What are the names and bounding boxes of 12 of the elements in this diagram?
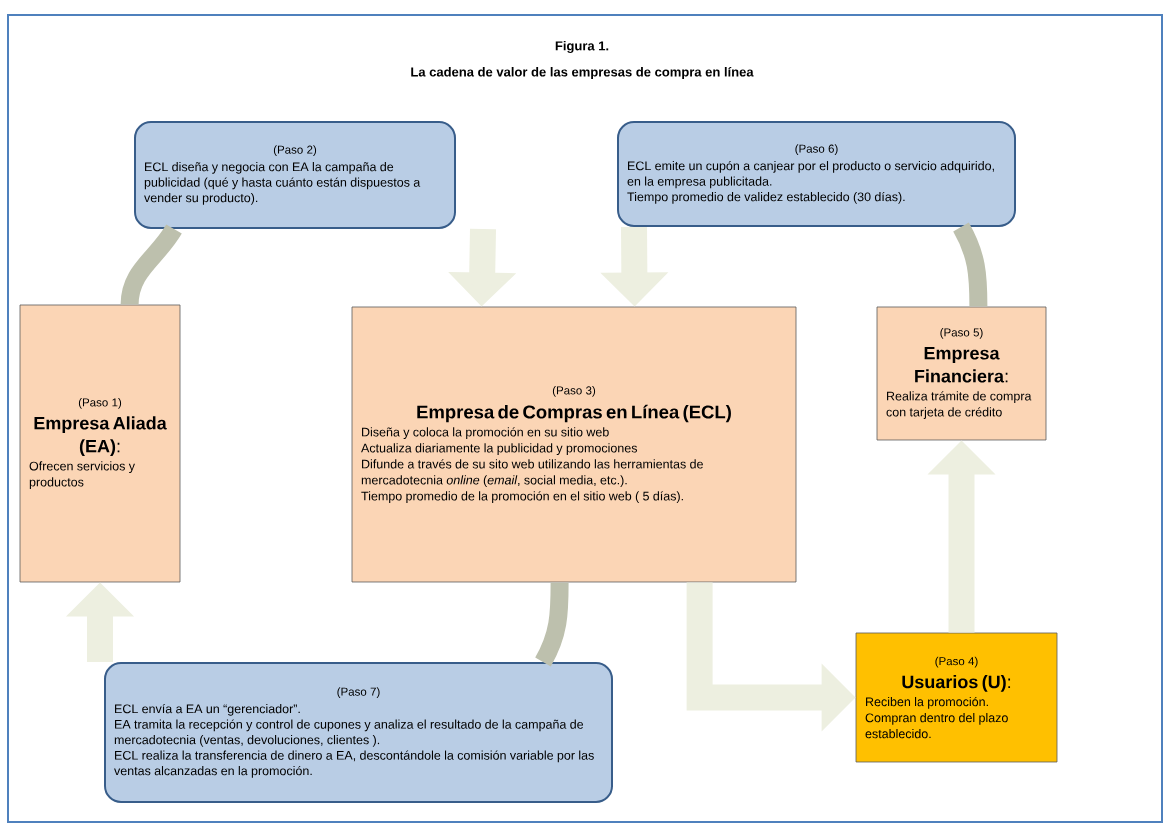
- step-callout: (Paso 6) ECL emite un cupón a canjear por el producto o servicio adquirido, en la empresa publicitada. Tiempo promedio de validez establecido (30 días).: [617, 121, 1016, 227]
- step-box: (Paso 1) Empresa Aliada (EA): Ofrecen servicios y productos: [19, 304, 181, 583]
- step-box: (Paso 5) Empresa Financiera: Realiza trámite de compra con tarjeta de crédito: [876, 306, 1047, 441]
- step-box: (Paso 3) Empresa de Compras en Línea (ECL) Diseña y coloca la promoción en su sitio web Actualiza diariamente la publicidad y promociones Difunde a través de su sito web utilizando las herramientas de mercadotecnia online (email, social media, etc.). Tiempo promedio de la promoción en el sitio web ( 5 días).: [351, 306, 797, 583]
- connector-band: [953, 222, 988, 307]
- step-callout: (Paso 2) ECL diseña y negocia con EA la campaña de publicidad (qué y hasta cuánto están dispuestos a vender su producto).: [134, 121, 456, 229]
- step-callout: (Paso 7) ECL envía a EA un “gerenciador”. EA tramita la recepción y control de cupones y analiza el resultado de la campaña de mercadotecnia (ventas, devoluciones, clientes ). ECL realiza la transferencia de dinero a EA, descontándole la comisión variable por las ventas alcanzadas en la promoción.: [104, 662, 613, 803]
- connector-band: [535, 582, 569, 667]
- figure-number: Figura 1.: [555, 40, 609, 54]
- step-box: (Paso 4) Usuarios (U): Reciben la promoción. Compran dentro del plazo establecido.: [855, 632, 1058, 763]
- title: La cadena de valor de las empresas de compra en línea: [411, 66, 754, 80]
- connector-band: [120, 224, 182, 306]
